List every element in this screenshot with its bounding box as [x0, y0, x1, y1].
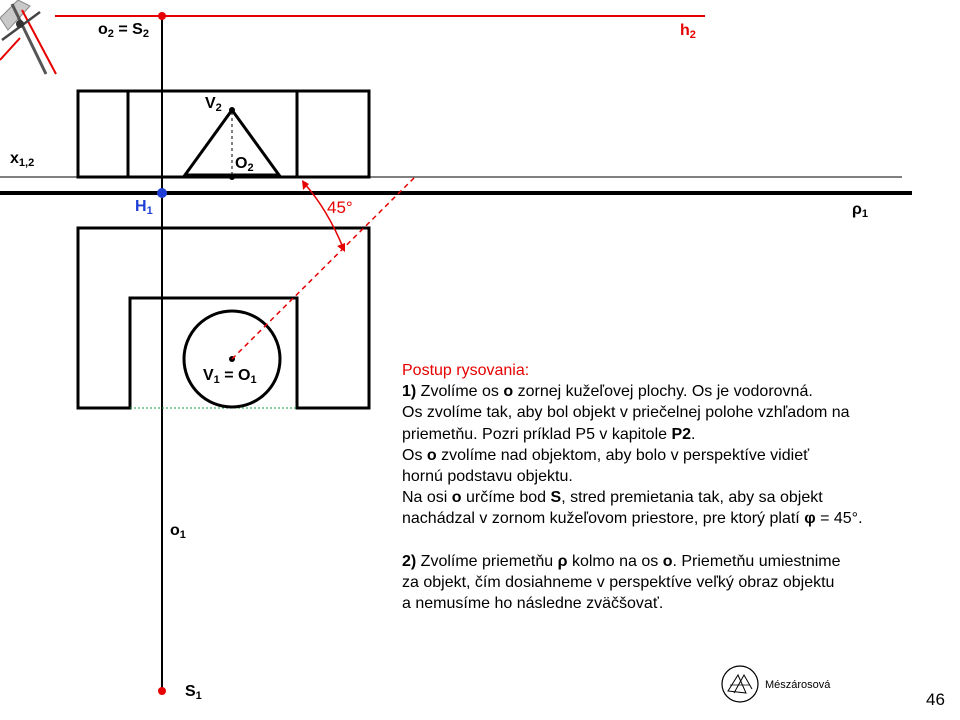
point-h1: [157, 188, 167, 198]
procedure-text: Postup rysovania: 1) Zvolíme os o zornej…: [402, 360, 957, 614]
step1-line4: Os o zvolíme nad objektom, aby bolo v pe…: [402, 446, 810, 464]
point-O2: [229, 174, 235, 180]
point-s1: [158, 687, 166, 695]
label-h2: h2: [680, 22, 696, 41]
top-view-object: [76, 226, 371, 410]
label-o2-s2: o2 = S2: [98, 21, 149, 40]
step1-line6: Na osi o určíme bod S, stred premietania…: [402, 489, 823, 507]
label-v1-o1: V1 = O1: [203, 367, 257, 386]
cone-top-view-circle: [182, 309, 282, 409]
author-logo-icon: [721, 665, 759, 703]
angle-arrow-bottom: [337, 243, 345, 252]
label-o1: o1: [170, 522, 186, 541]
step2-line1: 2) Zvolíme priemetňu ρ kolmo na os o. Pr…: [402, 552, 841, 570]
label-O2: O2: [235, 155, 254, 174]
step1-line5: hornú podstavu objektu.: [402, 468, 573, 486]
author-name: Mészárosová: [765, 679, 831, 691]
label-rho1: ρ1: [852, 201, 869, 220]
label-angle-45: 45°: [327, 198, 353, 217]
procedure-title: Postup rysovania:: [402, 362, 530, 379]
compass-logo-icon: [0, 0, 57, 75]
step2-line2: za objekt, čím dosiahneme v perspektíve …: [402, 573, 835, 591]
step1-line1: 1) Zvolíme os o zornej kužeľovej plochy.…: [402, 383, 813, 401]
point-v2: [229, 107, 235, 113]
label-h1: H1: [135, 198, 153, 217]
page-number: 46: [926, 690, 945, 709]
step1-line3: priemetňu. Pozri príklad P5 v kapitole P…: [402, 425, 696, 443]
point-o2-s2: [158, 12, 166, 20]
step1-line2: Os zvolíme tak, aby bol objekt v priečel…: [402, 404, 850, 422]
label-s1: S1: [185, 683, 202, 702]
front-view-object: [76, 89, 371, 179]
step1-line7: nachádzal v zornom kužeľovom priestore, …: [402, 510, 863, 528]
label-x12: x1,2: [10, 150, 35, 169]
angle-arrow-top: [302, 180, 309, 190]
label-v2: V2: [205, 95, 222, 114]
angle-45-arc: [303, 182, 345, 251]
visual-ray-45-dashed: [231, 177, 415, 360]
step2-line3: a nemusíme ho následne zväčšovať.: [402, 595, 664, 613]
